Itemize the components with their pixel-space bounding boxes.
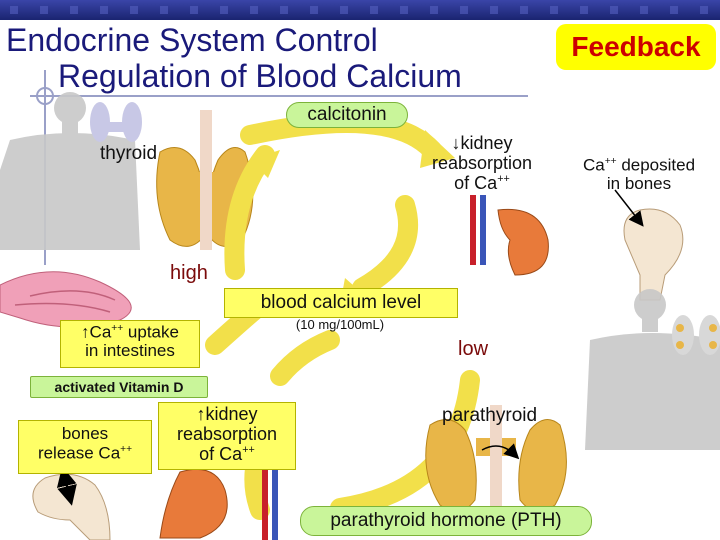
kidney-reabsorption-bottom-box: ↑kidney reabsorption of Ca++ (158, 402, 296, 470)
pth-label: parathyroid hormone (PTH) (300, 506, 592, 536)
kidney-top-sup: ++ (497, 172, 510, 185)
title-line-2: Regulation of Blood Calcium (58, 58, 462, 94)
bones-deposit-line2: in bones (606, 174, 672, 194)
kidney-bottom-line2: reabsorption (176, 423, 278, 444)
kidney-top-line3: of Ca (454, 172, 498, 193)
thyroid-label: thyroid (100, 143, 158, 164)
kidney-top (470, 195, 549, 276)
intestine-illustration (0, 271, 132, 328)
uptake-rest: uptake (123, 322, 179, 342)
uptake-sup: ++ (111, 323, 124, 334)
parathyroid-organ (425, 405, 567, 535)
vitamin-d-text: activated Vitamin D (54, 379, 184, 395)
bones-deposit-ca: Ca (582, 155, 605, 175)
crosshair-icon (36, 87, 54, 105)
calcitonin-text: calcitonin (307, 104, 387, 125)
kidney-bottom (159, 465, 278, 540)
pth-text: parathyroid hormone (PTH) (330, 510, 562, 531)
kidney-top-line2: reabsorption (431, 152, 533, 173)
blood-level-text: blood calcium level (260, 292, 422, 313)
bones-release-line1: bones (61, 424, 109, 443)
blood-units-label: (10 mg/100mL) (295, 317, 385, 332)
uptake-line2: in intestines (85, 341, 175, 361)
parathyroid-label: parathyroid (442, 405, 538, 426)
human-silhouette-left (0, 92, 140, 250)
thyroid-organ (156, 110, 254, 250)
vitamin-d-label: activated Vitamin D (30, 376, 208, 398)
blood-calcium-level-box: blood calcium level (224, 288, 458, 318)
human-silhouette-right (585, 289, 720, 450)
kidney-bottom-sup: ++ (242, 443, 255, 456)
bones-deposit-rest: deposited (616, 155, 696, 175)
top-bar-pattern (10, 6, 708, 14)
uptake-ca: Ca (89, 322, 112, 342)
down-arrow-icon: ↓ (451, 133, 461, 153)
feedback-badge: Feedback (556, 24, 716, 70)
kidney-reabsorption-top-label: ↓kidney reabsorption of Ca++ (414, 133, 550, 193)
kidney-bottom-line1: kidney (205, 404, 258, 424)
calcitonin-label: calcitonin (286, 102, 408, 128)
bone-release-illustration (32, 466, 111, 540)
bones-release-line2: release Ca (37, 443, 121, 463)
title-line-1: Endocrine System Control (6, 22, 378, 58)
high-label: high (170, 262, 208, 284)
bones-deposit-sup: ++ (604, 156, 617, 167)
parathyroid-gland-right (672, 315, 720, 355)
bones-release-box: bones release Ca++ (18, 420, 152, 474)
kidney-top-line1: kidney (460, 133, 513, 153)
bones-release-sup: ++ (120, 443, 133, 455)
up-arrow-icon: ↑ (81, 322, 90, 342)
up-arrow-icon-2: ↑ (196, 404, 206, 424)
thyroid-gland-top (90, 102, 142, 142)
bones-deposit-label: Ca++ deposited in bones (560, 156, 718, 194)
top-bar (0, 0, 720, 20)
bone-deposit-illustration (614, 189, 684, 301)
low-label: low (458, 338, 489, 360)
intestine-uptake-box: ↑Ca++ uptake in intestines (60, 320, 200, 368)
kidney-bottom-line3: of Ca (199, 443, 243, 464)
